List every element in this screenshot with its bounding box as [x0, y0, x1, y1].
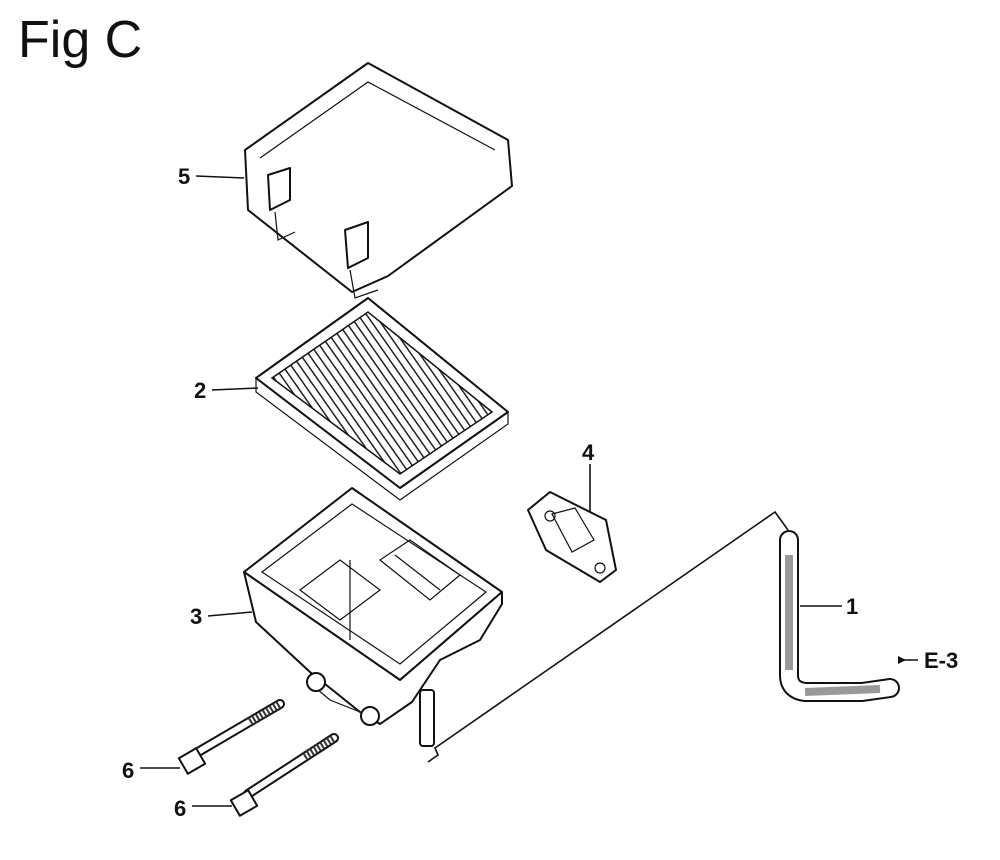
bolt-upper [177, 699, 285, 775]
callout-6-lower: 6 [174, 796, 186, 821]
figure-title: Fig C [18, 11, 143, 69]
leader-line-3 [207, 611, 253, 617]
callout-4: 4 [582, 440, 595, 465]
bolt-lower-head [229, 789, 259, 817]
gasket [527, 491, 617, 583]
callout-2: 2 [194, 378, 206, 403]
bolt-upper-head [177, 747, 207, 775]
callout-6-upper: 6 [122, 758, 134, 783]
bolt-lower [229, 733, 339, 817]
hose-routing-line [427, 510, 789, 763]
air-filter-element [255, 297, 509, 501]
reference-e3: E-3 [924, 648, 958, 673]
case-bolt-boss-lower [360, 706, 380, 726]
callout-1: 1 [846, 594, 858, 619]
case-bolt-boss-upper [306, 672, 326, 692]
air-cleaner-case [243, 487, 503, 747]
breather-tube [779, 530, 900, 702]
case-drain-nozzle [419, 689, 435, 747]
callout-3: 3 [190, 604, 202, 629]
reference-arrow [898, 656, 906, 664]
callout-5: 5 [178, 164, 190, 189]
leader-line-5 [195, 175, 245, 179]
leader-line-2 [211, 387, 259, 391]
air-cleaner-cover [244, 62, 513, 299]
